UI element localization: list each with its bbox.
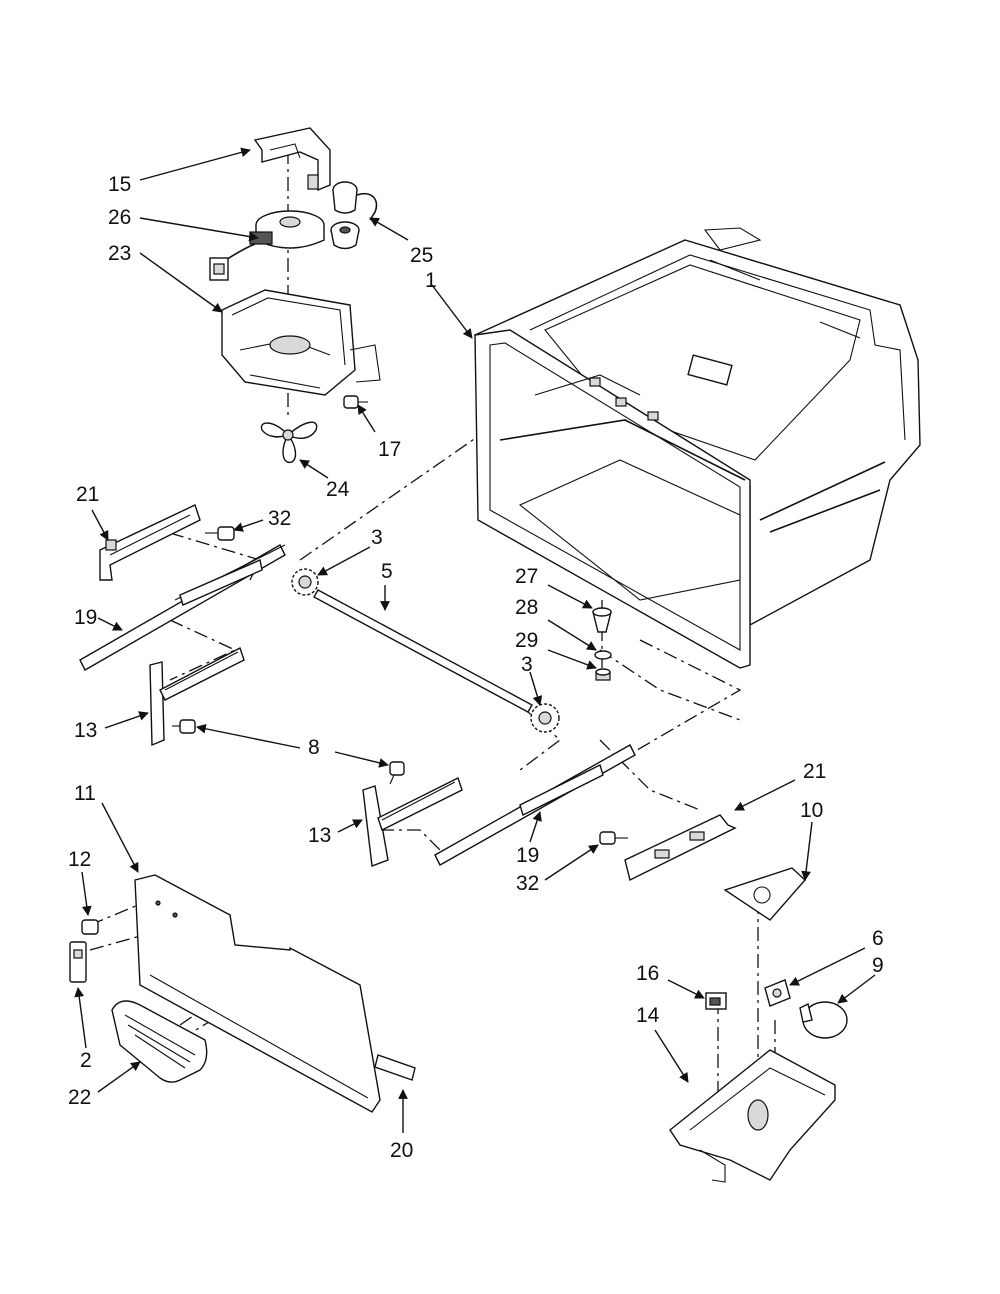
part-24-fan-blade [260, 421, 318, 464]
label-13-left: 13 [74, 719, 97, 742]
part-6-socket [764, 979, 791, 1007]
part-14-light-housing [669, 1049, 836, 1183]
part-17-screw [343, 395, 368, 409]
part-27-cam [592, 607, 612, 633]
part-19-rail-right [434, 744, 636, 866]
part-21-bracket-left [99, 504, 201, 581]
part-3-gear-right [530, 703, 560, 733]
label-29: 29 [515, 629, 538, 652]
label-1: 1 [425, 269, 437, 292]
part-8-screw-right [389, 761, 405, 785]
label-25: 25 [410, 244, 433, 267]
part-5-shaft [313, 589, 533, 713]
part-23-fan-housing [221, 289, 381, 396]
label-13-right: 13 [308, 824, 331, 847]
part-25-damper [330, 181, 378, 250]
part-20-strip [374, 1054, 416, 1081]
part-19-rail-left [79, 544, 286, 671]
part-29-bearing [595, 668, 611, 681]
label-9: 9 [872, 954, 884, 977]
label-11: 11 [74, 782, 96, 805]
label-3-right: 3 [521, 653, 533, 676]
label-20: 20 [390, 1139, 413, 1162]
part-11-cover [134, 874, 381, 1113]
part-3-gear-left [291, 568, 319, 596]
label-10: 10 [800, 799, 823, 822]
part-32-screw-upper [205, 526, 235, 541]
label-19-right: 19 [516, 844, 539, 867]
part-9-bulb [799, 1001, 848, 1039]
label-15: 15 [108, 173, 131, 196]
part-15-fan-bracket [253, 127, 331, 192]
part-2-clip [69, 941, 87, 983]
part-10-label [723, 867, 806, 921]
label-8: 8 [308, 736, 320, 759]
part-1-freezer-drawer [473, 227, 921, 669]
label-27: 27 [515, 565, 538, 588]
label-19-left: 19 [74, 606, 97, 629]
label-23: 23 [108, 242, 131, 265]
part-12-screw [81, 919, 99, 935]
part-13-bracket-left [149, 646, 245, 747]
label-26: 26 [108, 206, 131, 229]
label-21-right: 21 [803, 760, 826, 783]
part-22-grille [111, 1000, 208, 1083]
label-5: 5 [381, 560, 393, 583]
label-12: 12 [68, 848, 91, 871]
label-32-lower: 32 [516, 872, 539, 895]
part-21-bracket-right [624, 814, 737, 882]
label-14: 14 [636, 1004, 660, 1027]
label-21-left: 21 [76, 483, 99, 506]
label-17: 17 [378, 438, 401, 461]
label-24: 24 [326, 478, 350, 501]
part-32-screw-lower [599, 831, 628, 845]
part-26-fan-motor [209, 210, 325, 281]
part-28-washer [594, 650, 612, 660]
label-28: 28 [515, 596, 538, 619]
leader-lines [74, 147, 876, 1133]
part-8-screw-left [172, 719, 196, 734]
label-16: 16 [636, 962, 659, 985]
label-6: 6 [872, 927, 884, 950]
label-32-upper: 32 [268, 507, 291, 530]
part-16-switch [705, 992, 727, 1010]
label-3-left: 3 [371, 526, 383, 549]
part-labels: 15 26 23 25 1 17 24 21 32 3 5 19 27 28 2… [68, 173, 884, 1162]
part-13-bracket-right [362, 777, 463, 867]
label-22: 22 [68, 1086, 91, 1109]
label-2: 2 [80, 1049, 92, 1072]
